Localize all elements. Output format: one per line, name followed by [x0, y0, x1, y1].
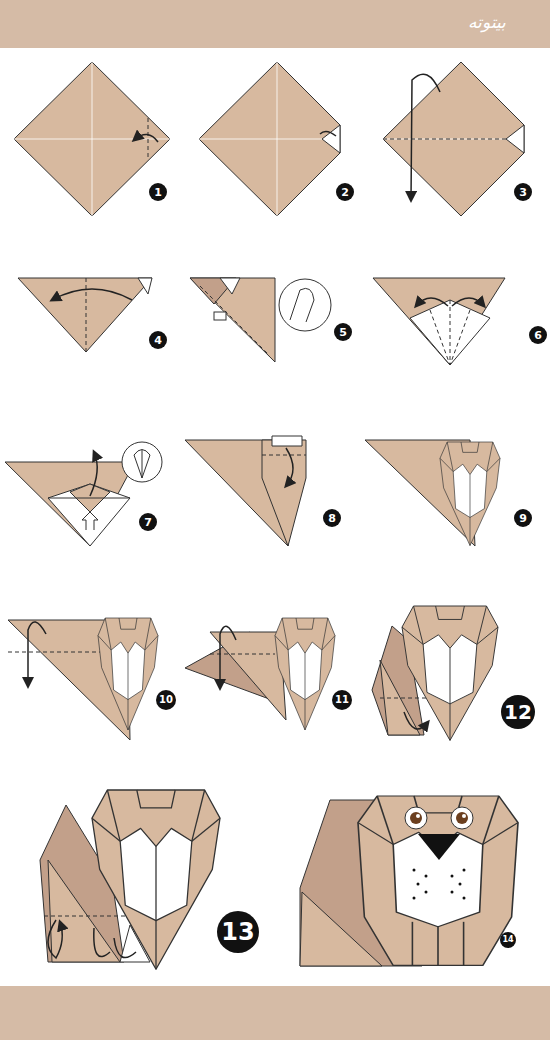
step-number: 6: [529, 326, 547, 344]
step-label: 10: [159, 695, 173, 705]
step-number: 9: [514, 509, 532, 527]
step-number: 7: [139, 513, 157, 531]
step-number: 12: [501, 695, 535, 729]
step-number: 1: [149, 183, 167, 201]
bottom-band: [0, 986, 550, 1040]
top-band: [0, 0, 550, 48]
step-number: 10: [156, 690, 176, 710]
step-number: 13: [217, 911, 259, 953]
step-number: 2: [336, 183, 354, 201]
step-number: 3: [514, 183, 532, 201]
step-label: 2: [341, 187, 349, 198]
step-label: 7: [144, 517, 152, 528]
step-number: 14: [500, 932, 516, 948]
step-number: 8: [323, 509, 341, 527]
watermark: بیتوته: [468, 12, 506, 32]
step-label: 8: [328, 513, 336, 524]
step-label: 4: [154, 335, 162, 346]
step-label: 1: [154, 187, 162, 198]
step-number: 11: [332, 690, 352, 710]
step-label: 3: [519, 187, 527, 198]
step-label: 9: [519, 513, 527, 524]
step-label: 5: [339, 327, 347, 338]
step-label: 14: [502, 936, 513, 944]
step-label: 11: [335, 695, 349, 705]
step-label: 13: [221, 920, 254, 944]
step-label: 6: [534, 330, 542, 341]
step-number: 5: [334, 323, 352, 341]
step-number: 4: [149, 331, 167, 349]
step-label: 12: [504, 702, 532, 722]
